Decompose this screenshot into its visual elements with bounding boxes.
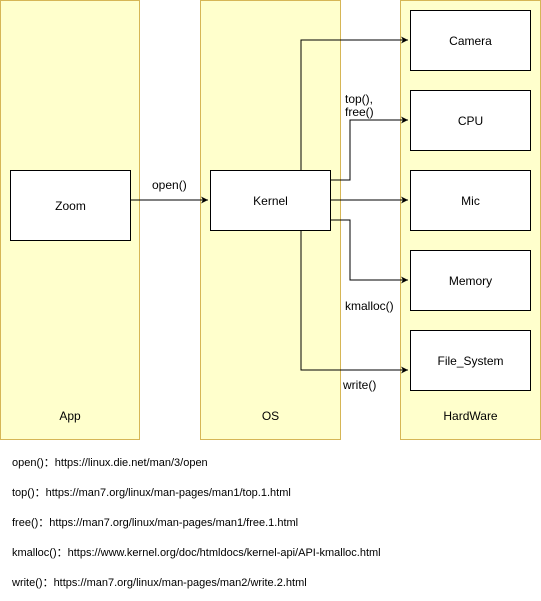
node-kernel-label: Kernel [253,193,288,208]
reference-write: write()：https://man7.org/linux/man-pages… [12,577,307,590]
node-file-system: File_System [410,330,531,391]
edge-label-write: write() [343,378,377,392]
node-zoom-label: Zoom [55,198,86,213]
node-mic-label: Mic [461,193,480,208]
reference-separator: ： [42,577,54,589]
reference-name: write() [12,577,43,589]
reference-free: free()：https://man7.org/linux/man-pages/… [12,517,298,530]
lane-label-os: OS [261,409,280,423]
reference-url: https://www.kernel.org/doc/htmldocs/kern… [67,547,381,559]
node-zoom: Zoom [10,170,131,241]
node-cpu-label: CPU [457,113,484,128]
node-camera: Camera [410,10,531,71]
node-kernel: Kernel [210,170,331,231]
reference-name: open() [12,457,44,469]
reference-separator: ： [56,547,68,559]
node-camera-label: Camera [449,33,492,48]
reference-url: https://man7.org/linux/man-pages/man1/to… [45,487,291,499]
reference-separator: ： [34,487,46,499]
reference-separator: ： [38,517,50,529]
reference-url: https://man7.org/linux/man-pages/man2/wr… [53,577,307,589]
reference-name: top() [12,487,35,499]
edge-label-top: top(), [345,92,374,106]
lane-label-app: App [59,409,81,423]
node-memory: Memory [410,250,531,311]
node-file-system-label: File_System [437,353,504,368]
node-cpu: CPU [410,90,531,151]
edge-kernel-cpu [331,116,408,181]
edge-label-free: free() [345,105,374,119]
reference-url: https://man7.org/linux/man-pages/man1/fr… [49,517,299,529]
lane-label-hardware: HardWare [443,409,498,423]
reference-name: kmalloc() [12,547,57,559]
reference-top: top()：https://man7.org/linux/man-pages/m… [12,487,291,500]
reference-name: free() [12,517,39,529]
reference-kmalloc: kmalloc()：https://www.kernel.org/doc/htm… [12,547,381,560]
reference-separator: ： [43,457,55,469]
reference-open: open()：https://linux.die.net/man/3/open [12,457,208,470]
edge-label-open: open() [152,178,187,192]
reference-url: https://linux.die.net/man/3/open [54,457,208,469]
node-mic: Mic [410,170,531,231]
edge-label-top-free: top(), free() [345,93,374,119]
edge-label-kmalloc: kmalloc() [345,299,394,313]
edge-kernel-memory [331,219,408,284]
node-memory-label: Memory [448,273,493,288]
